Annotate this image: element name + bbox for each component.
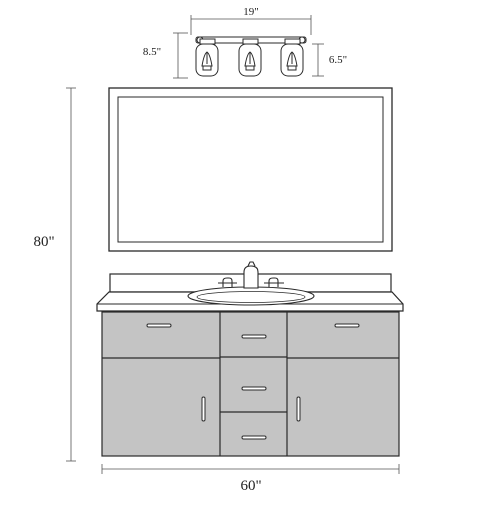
fixture-height-label: 8.5"	[143, 46, 161, 58]
fixture-shade-2	[238, 38, 262, 77]
vanity-cabinet	[101, 311, 400, 457]
glass-height-label: 6.5"	[329, 54, 347, 66]
fixture-shade-1	[195, 38, 219, 77]
light-fixture	[195, 36, 307, 77]
mirror-frame-outer	[108, 87, 393, 252]
vanity-width-label: 60"	[240, 478, 261, 494]
total-height-label: 80"	[33, 234, 54, 250]
handle-top-left-drawer	[146, 323, 172, 328]
fixture-shade-3	[280, 38, 304, 77]
cabinet-handles	[146, 323, 360, 440]
total-height-dimension	[66, 87, 76, 462]
mirror	[108, 87, 393, 252]
cabinet-body	[101, 311, 400, 457]
fixture-width-label: 19"	[243, 6, 259, 18]
handle-left-door	[201, 396, 206, 422]
sink	[187, 286, 315, 306]
handle-center-drawer-2	[241, 386, 267, 391]
sink-basin-inner	[196, 291, 306, 303]
faucet	[218, 261, 284, 289]
vanity-width-dimension	[101, 464, 400, 474]
handle-right-door	[296, 396, 301, 422]
fixture-dimension-lines	[173, 15, 324, 79]
handle-top-right-drawer	[334, 323, 360, 328]
handle-center-drawer-3	[241, 435, 267, 440]
mirror-frame-inner	[117, 96, 384, 243]
handle-center-drawer-1	[241, 334, 267, 339]
faucet-spout-body	[243, 265, 259, 289]
